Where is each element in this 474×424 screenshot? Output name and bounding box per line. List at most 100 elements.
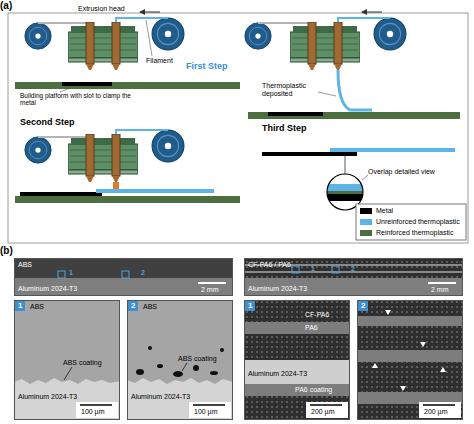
- panel-label: Aluminum 2024-T3: [18, 285, 77, 293]
- panel-label: 1: [69, 269, 73, 277]
- detail-marker: [58, 271, 65, 278]
- filament: [38, 137, 90, 138]
- legend-frame: [356, 204, 466, 240]
- annotation-label: Filament: [146, 57, 173, 65]
- panel-label: 200 µm: [424, 408, 448, 416]
- legend-entry: Metal: [360, 207, 464, 216]
- deposited-thermoplastic: [338, 70, 372, 110]
- filament: [258, 23, 312, 26]
- detail-tag: [357, 300, 368, 311]
- panel-label: 2: [361, 302, 365, 311]
- panel-label: ABS coating: [63, 359, 102, 367]
- scale-bar: [310, 404, 342, 406]
- micrograph-pa6-coating: [244, 384, 350, 396]
- motion-arrow: [140, 12, 160, 13]
- filament-spool: [245, 23, 271, 49]
- micrograph-aluminum: [244, 278, 463, 296]
- micrograph-panel: CF-PA6 / PA6Aluminum 2024-T3122 mm: [244, 258, 463, 296]
- micrograph-pa6: [357, 316, 463, 326]
- leader-line: [60, 88, 70, 92]
- micrograph-cf-pa6: [244, 258, 463, 278]
- metal-slot: [62, 82, 112, 86]
- panel-label: PA6: [305, 324, 318, 332]
- extrusion-head: [68, 134, 138, 182]
- scale-box: [76, 402, 118, 418]
- micrograph-pa6: [357, 350, 463, 362]
- detail-tag: [127, 300, 138, 311]
- annotation-label: Third Step: [262, 124, 307, 134]
- legend-entry: Reinforced thermoplastic: [360, 229, 464, 238]
- legend-swatch: [360, 230, 372, 236]
- panel-label: ABS: [143, 303, 157, 311]
- panel-label: 1: [311, 265, 315, 273]
- detail-marker: [332, 266, 339, 273]
- annotation-label: Second Step: [20, 118, 75, 128]
- zoom-metal: [325, 194, 365, 201]
- annotation-label: Extrusion head: [78, 5, 125, 13]
- panel-label: Aluminum 2024-T3: [18, 393, 77, 401]
- void-arrow: [385, 310, 391, 315]
- panel-label: 100 µm: [194, 408, 218, 416]
- panel-label: PA6 coating: [295, 386, 332, 394]
- leader-line: [362, 175, 368, 180]
- filament-spool: [152, 18, 184, 50]
- micrograph-cf-pa6: [244, 334, 350, 360]
- panel-label: Aluminum 2024-T3: [248, 285, 307, 293]
- scale-box: [189, 402, 231, 418]
- micrograph-abs: [127, 300, 233, 420]
- panel-label: ABS: [30, 303, 44, 311]
- detail-tag: [14, 300, 25, 311]
- micrograph-panel: 2ABSABS coatingAluminum 2024-T3100 µm: [127, 300, 233, 420]
- thermoplastic-layer: [96, 189, 214, 193]
- legend-entry: Unreinforced thermoplastic: [360, 218, 464, 227]
- annotation-label: Building platform with slot to clamp the…: [20, 92, 140, 106]
- legend-label: Reinforced thermoplastic: [376, 229, 453, 237]
- micrograph-abs: [14, 300, 120, 420]
- micrograph-cf-pa6: [244, 300, 350, 322]
- legend-label: Unreinforced thermoplastic: [376, 218, 460, 226]
- annotation-label: Overlap detailed view: [368, 168, 466, 176]
- panel-label: CF-PA6: [305, 311, 329, 319]
- annotation-label: (b): [0, 245, 13, 256]
- detail-marker: [292, 266, 299, 273]
- micrograph-aluminum: [127, 378, 233, 420]
- scale-box: [306, 402, 348, 418]
- micrograph-panel: 1ABSABS coatingAluminum 2024-T3100 µm: [14, 300, 120, 420]
- panel-label: 2 mm: [431, 286, 449, 294]
- metal-sheet: [268, 112, 323, 116]
- micrograph-aluminum: [244, 360, 350, 384]
- building-platform: [15, 196, 240, 203]
- extrusion-head: [290, 22, 360, 70]
- panel-label: 2: [141, 269, 145, 277]
- detail-tag: [244, 300, 255, 311]
- detail-marker: [122, 271, 129, 278]
- void-arrow: [372, 363, 378, 368]
- scale-bar: [198, 282, 226, 284]
- panel-label: 2: [351, 265, 355, 273]
- thermoplastic-layer: [330, 148, 455, 152]
- pore: [173, 371, 183, 377]
- metal-sheet: [20, 192, 102, 196]
- filament-spool: [374, 18, 406, 50]
- building-platform: [248, 112, 460, 119]
- pore: [220, 348, 224, 352]
- annotation-label: (a): [0, 0, 12, 11]
- annotation-label: First Step: [186, 62, 228, 72]
- panel-label: 1: [248, 302, 252, 311]
- filament: [116, 18, 168, 26]
- pore: [210, 371, 218, 375]
- micrograph-panel: ABSAluminum 2024-T3122 mm: [14, 258, 233, 296]
- panel-label: ABS coating: [178, 355, 217, 363]
- micrograph-aluminum: [14, 378, 120, 420]
- pore: [148, 346, 152, 350]
- scale-box: [419, 402, 461, 418]
- molten-tip: [113, 182, 119, 189]
- pore: [193, 365, 199, 371]
- panel-label: ABS: [18, 261, 32, 269]
- legend-swatch: [360, 208, 372, 214]
- pore: [157, 364, 163, 368]
- void-arrow: [440, 367, 446, 372]
- panel-label: Aluminum 2024-T3: [248, 370, 307, 378]
- building-platform: [15, 82, 240, 89]
- filament-spool: [152, 130, 184, 162]
